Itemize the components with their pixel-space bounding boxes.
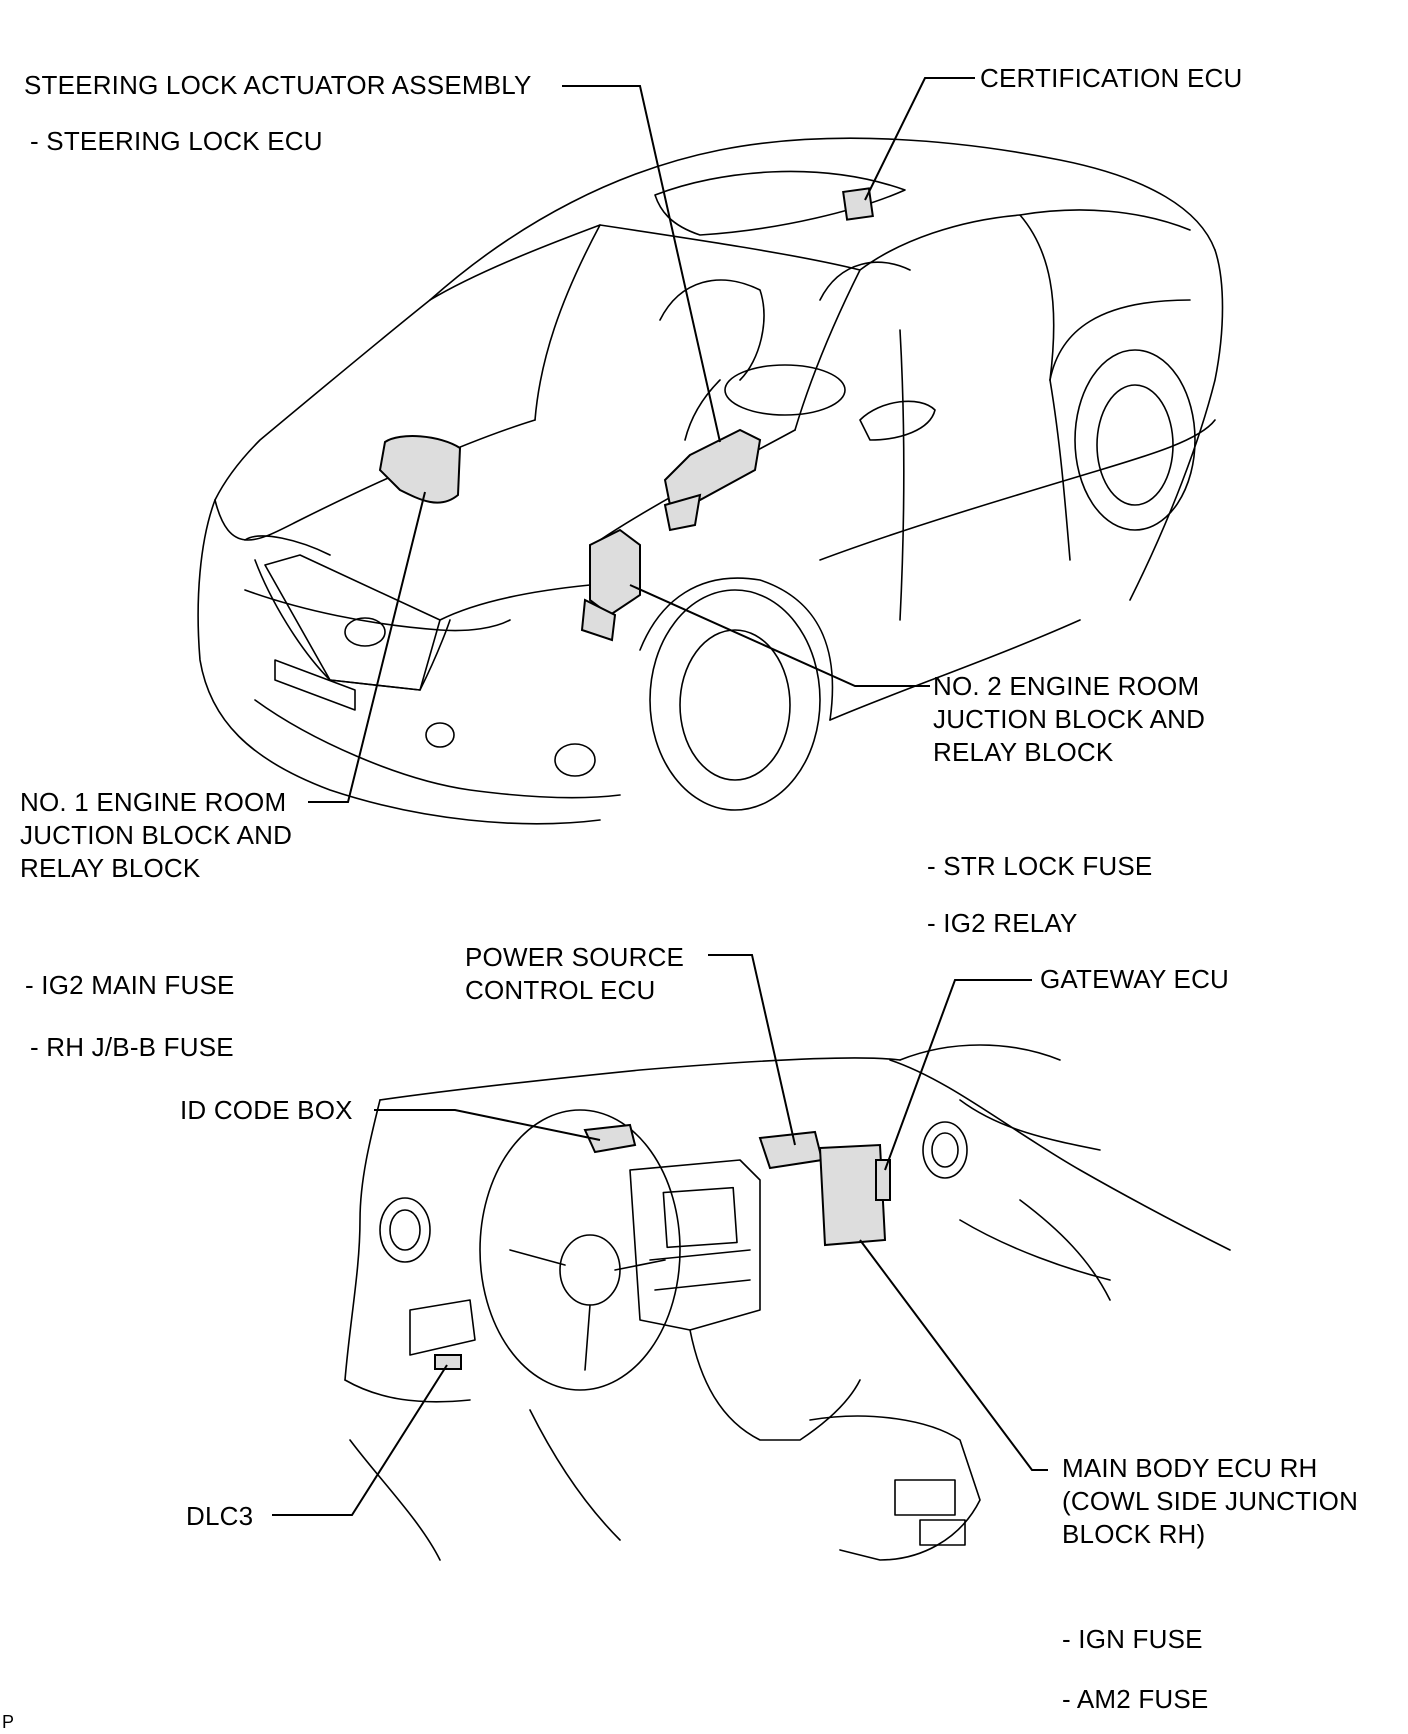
label-no2-engine-room-jb: NO. 2 ENGINE ROOM JUCTION BLOCK AND RELA…: [933, 671, 1206, 767]
main-body-ecu-marker: [818, 1143, 887, 1247]
label-power-source-control-ecu: POWER SOURCE CONTROL ECU: [465, 942, 685, 1005]
dashboard-illustration: [344, 1044, 1231, 1561]
label-am2-fuse: - AM2 FUSE: [1062, 1684, 1209, 1714]
label-certification-ecu: CERTIFICATION ECU: [980, 63, 1243, 93]
power-source-ecu-marker: [758, 1130, 824, 1170]
leader-lines: [272, 77, 1048, 1516]
steering-lock-actuator-marker: [663, 428, 762, 532]
gateway-ecu-marker: [875, 1159, 891, 1201]
label-dlc3: DLC3: [186, 1501, 254, 1531]
no1-engine-room-jb-marker: [378, 435, 462, 504]
label-id-code-box: ID CODE BOX: [180, 1095, 353, 1125]
certification-ecu-marker: [842, 187, 874, 221]
dlc3-marker: [434, 1354, 462, 1370]
no2-engine-room-jb-marker: [580, 528, 641, 642]
label-main-body-ecu-rh: MAIN BODY ECU RH (COWL SIDE JUNCTION BLO…: [1062, 1453, 1359, 1549]
figure-id: P: [2, 1712, 15, 1732]
label-rh-jb-b-fuse: - RH J/B-B FUSE: [30, 1032, 234, 1062]
label-no1-engine-room-jb: NO. 1 ENGINE ROOM JUCTION BLOCK AND RELA…: [20, 787, 293, 883]
label-ig2-relay: - IG2 RELAY: [927, 908, 1078, 938]
label-gateway-ecu: GATEWAY ECU: [1040, 964, 1230, 994]
id-code-box-marker: [583, 1123, 637, 1154]
label-steering-lock-actuator: STEERING LOCK ACTUATOR ASSEMBLY: [24, 70, 532, 100]
label-ig2-main-fuse: - IG2 MAIN FUSE: [25, 970, 235, 1000]
label-ign-fuse: - IGN FUSE: [1062, 1624, 1203, 1654]
label-steering-lock-ecu: - STEERING LOCK ECU: [30, 126, 323, 156]
label-str-lock-fuse: - STR LOCK FUSE: [927, 851, 1153, 881]
car-illustration: [197, 137, 1224, 825]
